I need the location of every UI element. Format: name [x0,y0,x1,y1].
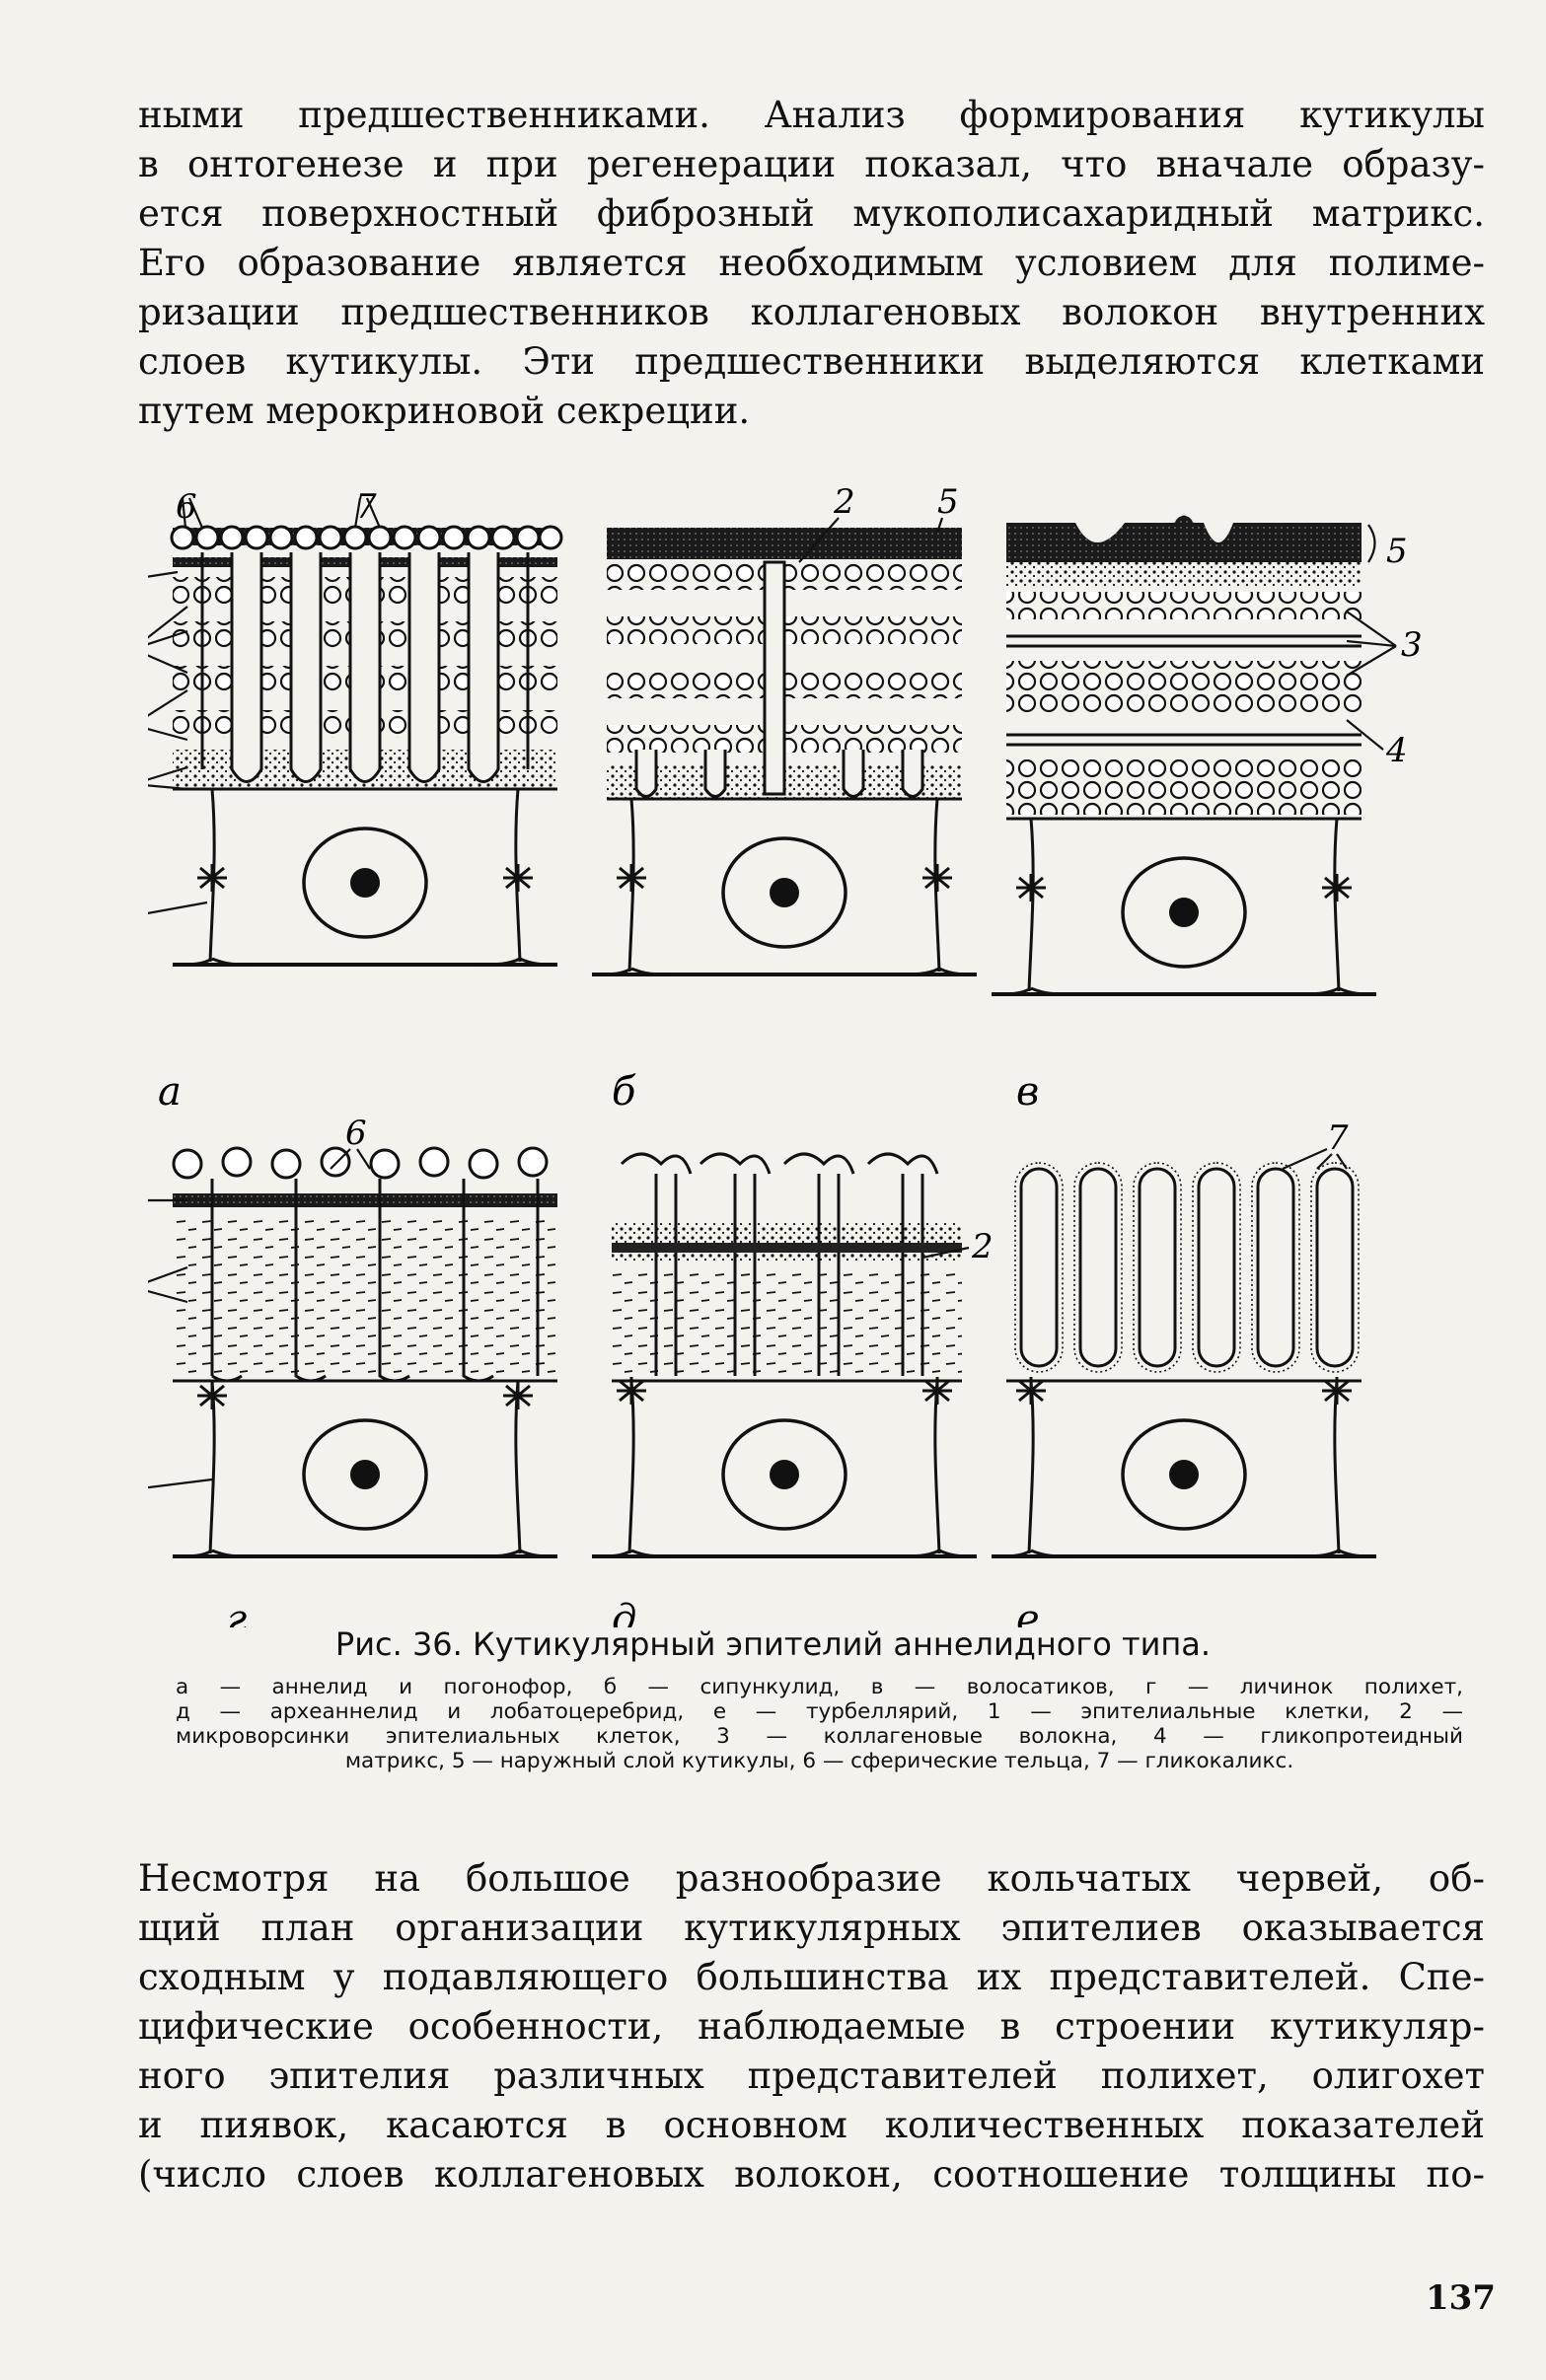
text-line: Его образование является необходимым усл… [138,242,1485,284]
text-line: щий план организации кутикулярных эпител… [138,1907,1485,1949]
panel-letter-d: д [612,1597,636,1627]
panel-a-label-7: 7 [355,487,377,527]
panel-g-label-6: 6 [345,1114,367,1153]
panel-letter-a: а [158,1069,182,1115]
text-line: цифические особенности, наблюдаемые в ст… [138,2005,1485,2048]
page-number: 137 [1426,2278,1496,2318]
panel-letter-b: б [612,1069,636,1115]
figure-cuticular-epithelium: 6 7 5 3 4 2 1 а [148,454,1450,1627]
panel-a: 6 7 5 3 4 2 1 а [148,487,563,1115]
text-paragraph-top: ными предшественниками. Анализ формирова… [138,91,1485,436]
panel-v: 5 3 4 в [990,515,1423,1115]
text-line: ного эпителия различных представителей п… [138,2055,1485,2097]
panel-d-label-2: 2 [971,1227,994,1266]
panel-d: 2 д [590,1152,994,1627]
figure-drawing: 6 7 5 3 4 2 1 а [148,482,1423,1627]
text-line: сходным у подавляющего большинства их пр… [138,1956,1485,1998]
text-line: ется поверхностный фиброзный мукополисах… [138,192,1485,235]
panel-g: 6 5 2 1 г [148,1114,559,1627]
caption-line: микроворсинки эпителиальных клеток, 3 — … [176,1724,1463,1749]
text-line: слоев кутикулы. Эти предшественники выде… [138,340,1485,383]
caption-line: д — археаннелид и лобатоцеребрид, е — ту… [176,1699,1463,1724]
panel-v-label-3: 3 [1401,625,1423,665]
text-line: путем мерокриновой секреции. [138,390,751,432]
panel-letter-e: е [1016,1597,1040,1627]
panel-letter-v: в [1016,1069,1039,1115]
caption-line: матрикс, 5 — наружный слой кутикулы, 6 —… [344,1749,1294,1773]
text-line: Несмотря на большое разнообразие кольчат… [138,1857,1485,1900]
panel-v-label-4: 4 [1385,731,1408,770]
panel-e-label-7: 7 [1327,1118,1349,1158]
text-line: и пиявок, касаются в основном количестве… [138,2104,1485,2146]
panel-b-label-5: 5 [937,482,959,522]
text-line: (число слоев коллагеновых волокон, соотн… [138,2153,1485,2196]
figure-caption-legend: а — аннелид и погонофор, б — сипункулид,… [176,1675,1463,1773]
figure-caption-title: Рис. 36. Кутикулярный эпителий аннелидно… [334,1625,1212,1663]
text-line: ризации предшественников коллагеновых во… [138,291,1485,333]
text-line: ными предшественниками. Анализ формирова… [138,94,1485,136]
panel-b-label-2: 2 [833,482,855,522]
text-paragraph-bottom: Несмотря на большое разнообразие кольчат… [138,1854,1485,2200]
text-line: в онтогенезе и при регенерации показал, … [138,143,1485,185]
panel-b: 2 5 б [590,482,979,1115]
caption-line: а — аннелид и погонофор, б — сипункулид,… [176,1675,1463,1699]
panel-letter-g: г [227,1597,247,1627]
panel-a-label-6: 6 [176,487,197,527]
panel-e: 7 е [990,1118,1378,1627]
panel-v-label-5: 5 [1386,532,1408,571]
